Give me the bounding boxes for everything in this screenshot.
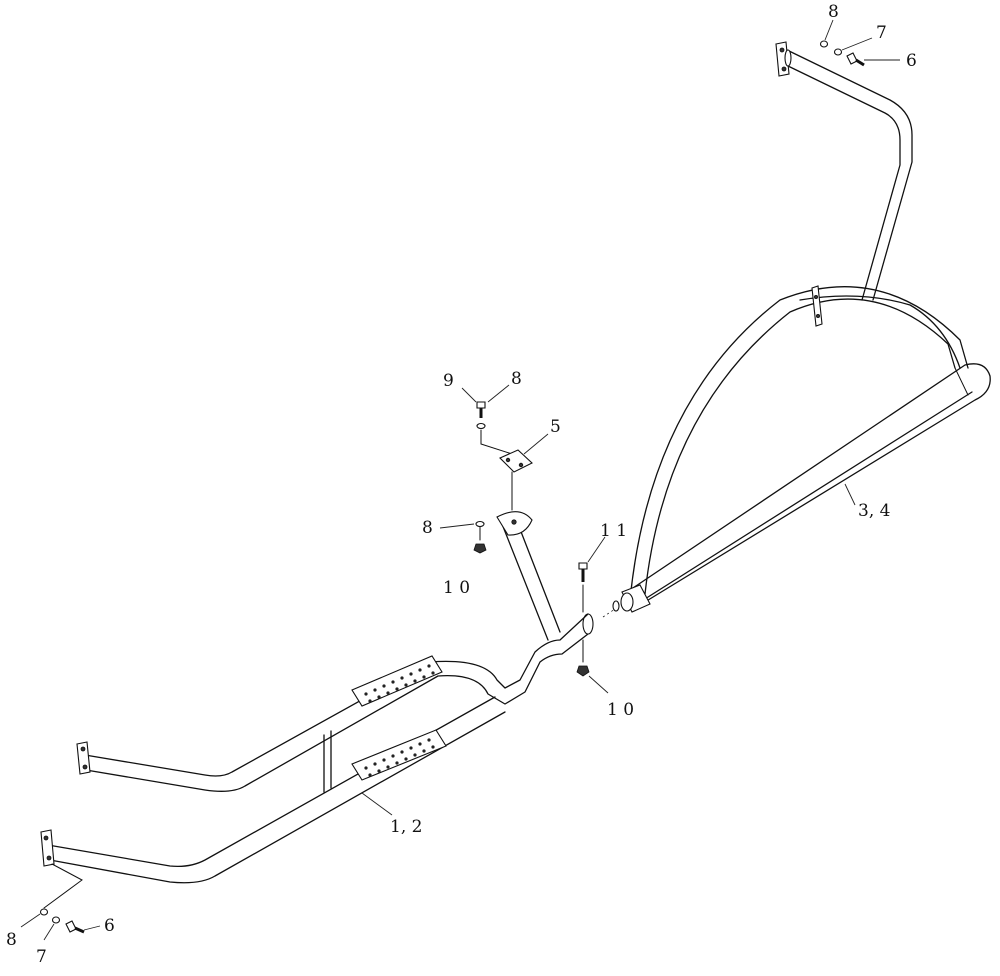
callout-10-right: 1 0: [607, 700, 634, 720]
bottom-hardware-stack: [39, 863, 85, 934]
callout-8-mid: 8: [511, 369, 522, 389]
mid-hardware-stack: [473, 401, 533, 554]
right-hardware-stack: [576, 562, 590, 677]
support-post-tube: [496, 511, 561, 641]
callout-5: 5: [550, 417, 561, 437]
upper-mounting-flange: [775, 41, 790, 77]
callout-7-bottom: 7: [36, 947, 47, 967]
washer-8-bottom: [39, 908, 49, 916]
arch-clamp-bracket: [811, 285, 823, 327]
lower-side-rail-tube: [47, 696, 506, 884]
leader-lines: [20, 19, 900, 941]
callout-7-top: 7: [876, 23, 887, 43]
arch-hoop-tube: [629, 286, 969, 601]
callout-9-mid: 9: [443, 371, 454, 391]
assembly-alignment-line: [602, 608, 616, 618]
callout-6-top: 6: [906, 51, 917, 71]
callout-6-bottom: 6: [104, 916, 115, 936]
upper-side-rail-tube: [84, 613, 589, 792]
callout-labels: 8 7 6 9 8 5 8 1 0 1 1 1 0 3, 4 1, 2 8 7 …: [6, 2, 917, 967]
callout-8-bottom: 8: [6, 930, 17, 950]
upper-left-mounting-flange: [76, 741, 91, 775]
callout-8-top: 8: [828, 2, 839, 22]
callout-1-2: 1, 2: [390, 817, 422, 837]
rear-handrail-assembly: [612, 41, 991, 613]
plate-5-leader-line: [480, 429, 513, 455]
lower-step-plate: [351, 729, 447, 781]
callout-3-4: 3, 4: [858, 501, 890, 521]
lower-left-mounting-flange: [40, 829, 55, 867]
plate-5: [499, 449, 533, 473]
rear-lower-rail-tube: [629, 363, 991, 606]
vertical-strut-tube: [323, 730, 332, 793]
washer-8-top: [819, 40, 829, 48]
upper-step-plate: [351, 655, 443, 707]
front-step-rail-assembly: [40, 511, 594, 884]
bolt-6-bottom: [65, 920, 85, 934]
lockwasher-7-top: [833, 48, 843, 56]
callout-11: 1 1: [600, 521, 627, 541]
bottom-hardware-axis: [43, 863, 83, 909]
washer-8-mid: [476, 422, 486, 430]
lockwasher-7-bottom: [51, 916, 61, 924]
nut-10-left: [473, 543, 487, 554]
bolt-11: [578, 562, 588, 582]
bolt-9-mid: [476, 401, 486, 418]
washer-8-left: [475, 520, 485, 528]
rear-spigot-end: [612, 584, 651, 613]
callout-10-left: 1 0: [443, 578, 470, 598]
bolt-6-top: [846, 52, 865, 67]
top-hardware-stack: [819, 40, 865, 67]
nut-10-right: [576, 665, 590, 677]
upper-arm-tube: [784, 49, 913, 301]
callout-8-left: 8: [422, 518, 433, 538]
